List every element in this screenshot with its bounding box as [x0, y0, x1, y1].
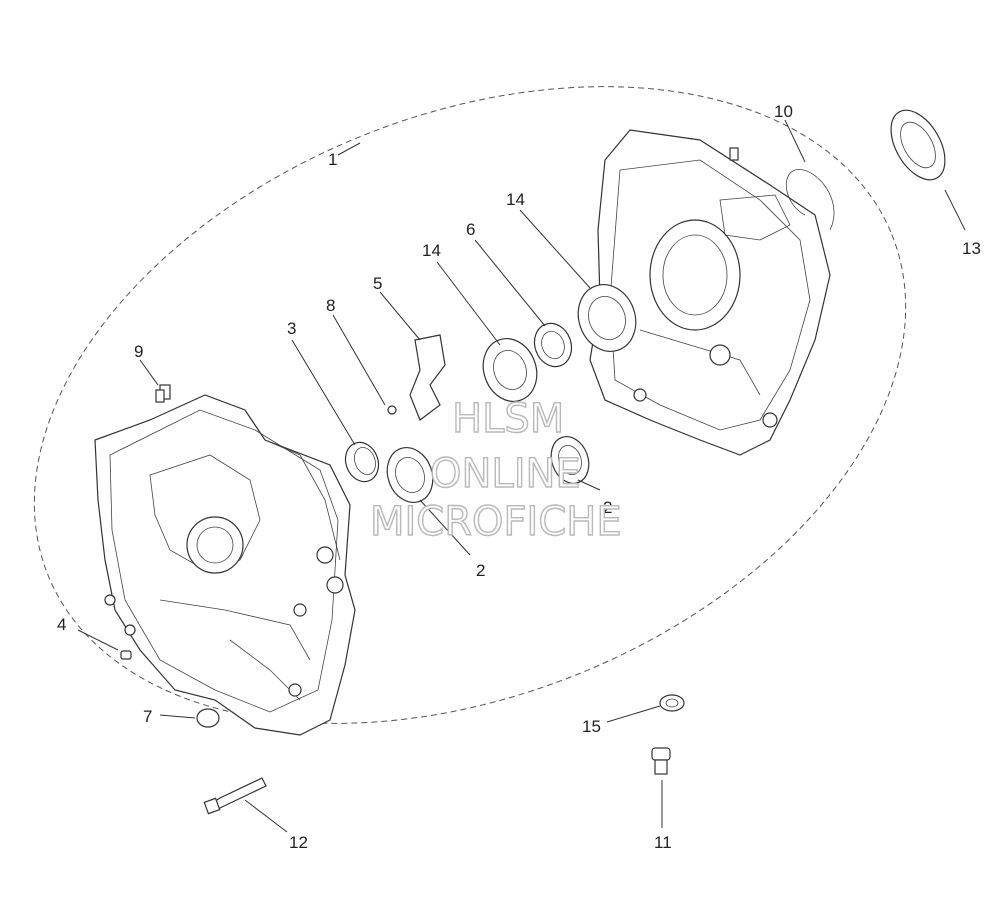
washer-15: [659, 694, 685, 712]
callout-labels: 1 2 2 3 4 5 6 7 8 9 10 11 12 13 14 14 15: [57, 102, 981, 852]
callout-10: 10: [774, 102, 793, 121]
bearing-14-left: [482, 338, 538, 402]
oil-seal-13: [890, 109, 946, 181]
bolt-8: [387, 405, 397, 415]
watermark: HLSM ONLINE MICROFICHE: [369, 395, 622, 545]
pin-4: [120, 650, 132, 660]
dowel-9: [155, 389, 165, 403]
circlip-10: [786, 169, 835, 231]
callout-1: 1: [328, 150, 337, 169]
callout-6: 6: [466, 220, 475, 239]
callout-14-left: 14: [422, 241, 441, 260]
callout-12: 12: [289, 833, 308, 852]
bolt-12: [203, 777, 267, 815]
seal-6: [533, 322, 573, 368]
watermark-line-2: ONLINE: [430, 451, 581, 497]
plate-5: [409, 334, 446, 421]
right-crankcase-half: [589, 129, 831, 456]
callout-13: 13: [962, 239, 981, 258]
callout-3: 3: [287, 319, 296, 338]
leader-lines: [77, 119, 966, 833]
callout-7: 7: [143, 707, 152, 726]
drain-plug-11: [651, 747, 671, 775]
callout-9: 9: [134, 342, 143, 361]
seal-2-upper: [550, 436, 590, 484]
watermark-line-1: HLSM: [452, 396, 564, 442]
bearing-2-lower: [386, 447, 434, 503]
bearing-14-right: [577, 284, 637, 352]
assembly-boundary: [33, 86, 907, 724]
plug-7: [196, 708, 220, 728]
callout-14-right: 14: [506, 190, 525, 209]
watermark-line-3: MICROFICHE: [370, 499, 622, 545]
callout-2-upper: 2: [603, 498, 612, 517]
bearing-3: [344, 441, 380, 483]
callout-4: 4: [57, 615, 66, 634]
callout-11: 11: [654, 833, 672, 852]
callout-5: 5: [373, 274, 382, 293]
callout-8: 8: [326, 296, 335, 315]
callout-2-lower: 2: [476, 561, 485, 580]
left-crankcase-half: [94, 384, 356, 736]
callout-15: 15: [582, 717, 601, 736]
